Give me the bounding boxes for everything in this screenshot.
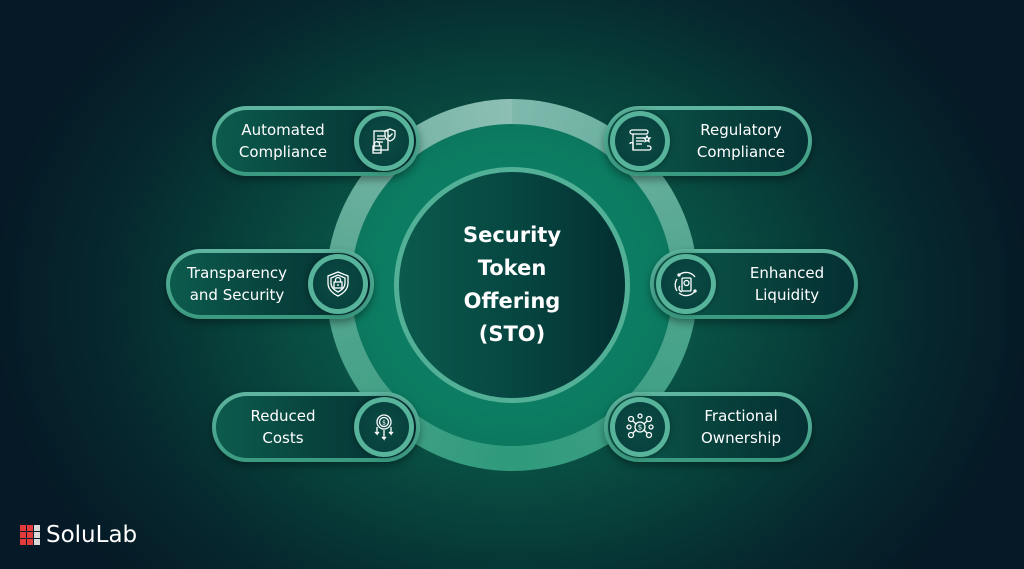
dollar-down-arrows-icon: $ — [369, 412, 399, 442]
center-title-line-2: Token — [477, 256, 547, 280]
brand-name: SoluLab — [46, 522, 138, 548]
feature-label-line-2: Liquidity — [754, 286, 820, 304]
feature-fractional-ownership: Fractional Ownership $ — [604, 392, 812, 462]
feature-enhanced-liquidity: Enhanced Liquidity — [650, 249, 858, 319]
dollar-network-icon: $ — [625, 412, 655, 442]
feature-label-line-1: Reduced — [250, 407, 316, 425]
feature-label-line-1: Fractional — [704, 407, 778, 425]
feature-label-line-1: Regulatory — [700, 121, 782, 139]
feature-label-line-2: Ownership — [701, 429, 781, 447]
feature-label-line-2: Costs — [262, 429, 304, 447]
regulation-scroll-icon — [625, 126, 655, 156]
feature-label-line-1: Enhanced — [749, 264, 825, 282]
feature-automated-compliance: Automated Compliance — [212, 106, 420, 176]
feature-transparency-and-security: Transparency and Security — [166, 249, 374, 319]
center-title-line-4: (STO) — [478, 322, 546, 346]
center-title-line-1: Security — [462, 223, 562, 247]
shield-lock-icon — [323, 269, 353, 299]
hand-coin-cycle-icon — [671, 269, 701, 299]
feature-label-line-2: and Security — [189, 286, 285, 304]
svg-text:$: $ — [638, 424, 642, 432]
svg-text:$: $ — [382, 420, 386, 427]
feature-label-line-1: Automated — [241, 121, 325, 139]
feature-label-line-2: Compliance — [238, 143, 328, 161]
feature-regulatory-compliance: Regulatory Compliance — [604, 106, 812, 176]
center-title-line-3: Offering — [463, 289, 561, 313]
solulab-logo-icon — [20, 525, 40, 545]
feature-reduced-costs: Reduced Costs $ — [212, 392, 420, 462]
feature-label-line-2: Compliance — [696, 143, 786, 161]
feature-label-line-1: Transparency — [186, 264, 288, 282]
brand-logo: SoluLab — [20, 522, 137, 548]
center-circle: Security Token Offering (STO) — [399, 172, 625, 398]
compliance-document-shield-lock-icon — [369, 126, 399, 156]
